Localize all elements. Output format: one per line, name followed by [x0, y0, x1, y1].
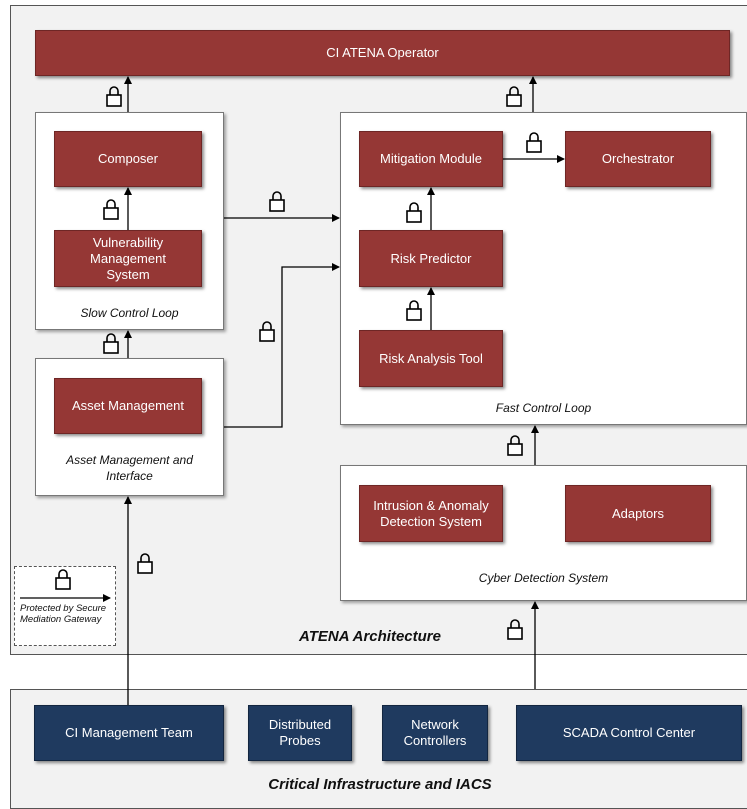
asset-management-module: Asset Management [54, 378, 202, 434]
lock-icon [103, 199, 119, 220]
lock-icon [406, 300, 422, 321]
orchestrator-module: Orchestrator [565, 131, 711, 187]
ci-management-team: CI Management Team [34, 705, 224, 761]
scada-control-center: SCADA Control Center [516, 705, 742, 761]
risk-predictor-module: Risk Predictor [359, 230, 503, 287]
vulnerability-management-system: Vulnerability Management System [54, 230, 202, 287]
network-controllers: Network Controllers [382, 705, 488, 761]
lock-icon [526, 132, 542, 153]
risk-analysis-tool-module: Risk Analysis Tool [359, 330, 503, 387]
atena-architecture-title: ATENA Architecture [299, 628, 441, 645]
lock-icon [137, 553, 153, 574]
lock-icon [406, 202, 422, 223]
lock-icon [106, 86, 122, 107]
critical-infrastructure-title: Critical Infrastructure and IACS [268, 776, 492, 793]
asset-management-label: Asset Management and Interface [66, 453, 193, 483]
cyber-detection-system-label: Cyber Detection System [478, 571, 609, 585]
mitigation-module: Mitigation Module [359, 131, 503, 187]
lock-icon [269, 191, 285, 212]
arrow-asset-to-fast-loop [224, 263, 340, 428]
lock-icon [506, 86, 522, 107]
fast-control-loop-label: Fast Control Loop [495, 401, 592, 415]
lock-icon [507, 435, 523, 456]
lock-icon [103, 333, 119, 354]
distributed-probes: Distributed Probes [248, 705, 352, 761]
legend-text: Protected by Secure Mediation Gateway [20, 603, 107, 625]
intrusion-anomaly-detection-system: Intrusion & Anomaly Detection System [359, 485, 503, 542]
composer-module: Composer [54, 131, 202, 187]
slow-control-loop-label: Slow Control Loop [80, 306, 179, 320]
lock-icon [507, 619, 523, 640]
ci-atena-operator: CI ATENA Operator [35, 30, 730, 76]
adaptors-module: Adaptors [565, 485, 711, 542]
lock-icon [259, 321, 275, 342]
lock-icon [55, 569, 71, 590]
